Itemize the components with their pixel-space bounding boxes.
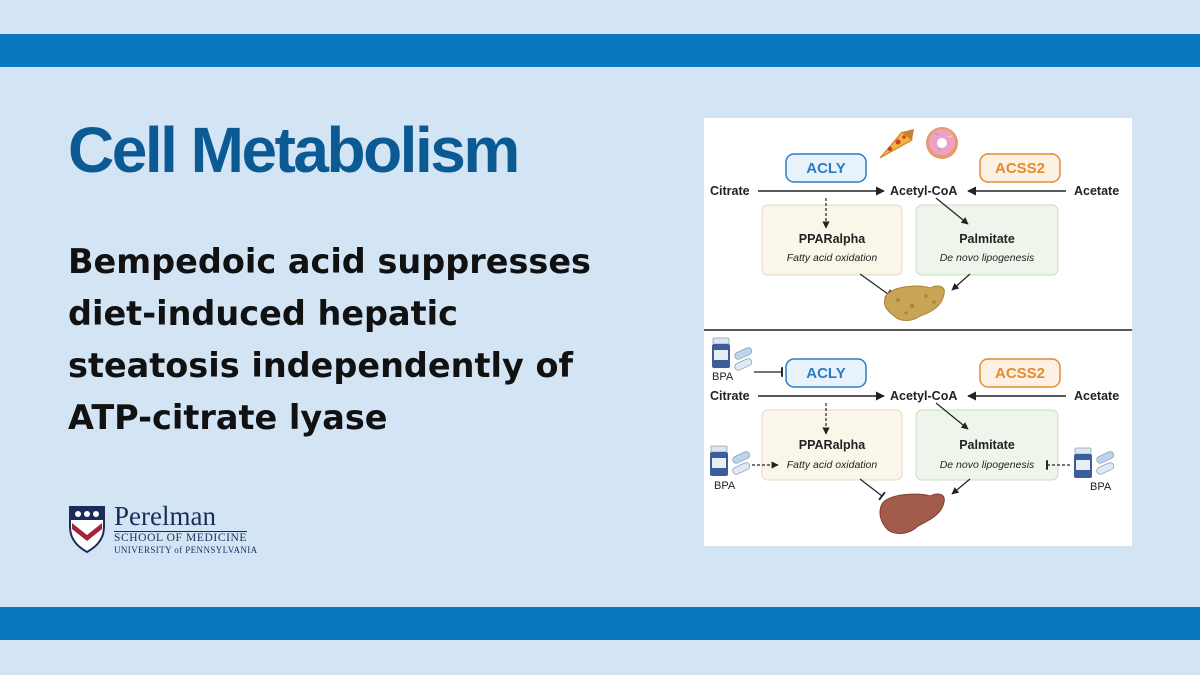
- headline-line: diet-induced hepatic: [68, 294, 458, 333]
- palmitate-box: [915, 409, 1059, 481]
- article-headline: Bempedoic acid suppresses diet-induced h…: [68, 236, 668, 444]
- acly-box: [785, 358, 867, 388]
- bpa-left-label: BPA: [714, 480, 736, 492]
- palmitate-arrow: [935, 402, 969, 430]
- acly-label: ACLY: [806, 365, 845, 382]
- perelman-logo: Perelman SCHOOL OF MEDICINE UNIVERSITY o…: [68, 501, 288, 555]
- headline-line: steatosis independently of: [68, 346, 574, 385]
- journal-title: Cell Metabolism: [68, 114, 520, 186]
- acetate-label: Acetate: [1074, 389, 1119, 403]
- healthy-liver-icon: [879, 493, 945, 534]
- acetyl-coa-label: Acetyl-CoA: [890, 184, 957, 198]
- ppar-subtitle: Fatty acid oxidation: [787, 252, 878, 264]
- pill-bottle-icon: [710, 445, 728, 476]
- ppar-title: PPARalpha: [799, 438, 866, 452]
- acly-box: [785, 153, 867, 183]
- pizza-icon: [879, 129, 914, 159]
- donut-icon: [926, 127, 958, 159]
- pill-bottle-icon: [712, 337, 730, 368]
- logo-school: SCHOOL OF MEDICINE: [114, 531, 248, 544]
- acss2-label: ACSS2: [995, 160, 1045, 177]
- pathway-figure: ACLY ACSS2 Citrate Acetyl-CoA Acetate PP…: [704, 118, 1132, 546]
- pill-bottle-icon: [1074, 447, 1092, 478]
- acss2-box: [979, 358, 1061, 388]
- ppar-box: [761, 409, 903, 481]
- palmitate-box: [915, 204, 1059, 276]
- logo-name: Perelman: [114, 501, 216, 531]
- acetate-label: Acetate: [1074, 184, 1119, 198]
- lipogenesis-arrow: [951, 478, 971, 495]
- bottom-panel: BPA ACLY ACSS2 Citrate Acetyl-CoA Acetat…: [710, 337, 1119, 534]
- capsule-icon: [734, 347, 753, 371]
- bpa-top-label: BPA: [712, 371, 734, 383]
- acss2-box: [979, 153, 1061, 183]
- headline-line: Bempedoic acid suppresses: [68, 242, 591, 281]
- capsule-icon: [1096, 451, 1115, 475]
- pathway-diagram: ACLY ACSS2 Citrate Acetyl-CoA Acetate PP…: [704, 127, 1132, 534]
- inhibit-line: [859, 478, 886, 501]
- ppar-subtitle: Fatty acid oxidation: [787, 459, 878, 471]
- penn-shield-icon: [69, 506, 105, 553]
- inhibit-line: [859, 273, 892, 299]
- fatty-liver-icon: [883, 285, 945, 321]
- palmitate-title: Palmitate: [959, 438, 1015, 452]
- ppar-title: PPARalpha: [799, 232, 866, 246]
- acetyl-coa-label: Acetyl-CoA: [890, 389, 957, 403]
- logo-university: UNIVERSITY of PENNSYLVANIA: [114, 545, 258, 555]
- top-panel: ACLY ACSS2 Citrate Acetyl-CoA Acetate PP…: [710, 127, 1119, 321]
- acly-label: ACLY: [806, 160, 845, 177]
- palmitate-arrow: [935, 197, 969, 225]
- bottom-band: [0, 607, 1200, 640]
- capsule-icon: [732, 451, 751, 475]
- headline-line: ATP-citrate lyase: [68, 398, 388, 437]
- citrate-label: Citrate: [710, 184, 750, 198]
- top-band: [0, 34, 1200, 67]
- palmitate-title: Palmitate: [959, 232, 1015, 246]
- bpa-right-label: BPA: [1090, 481, 1112, 493]
- palmitate-subtitle: De novo lipogenesis: [940, 252, 1035, 264]
- palmitate-subtitle: De novo lipogenesis: [940, 459, 1035, 471]
- lipogenesis-arrow: [951, 273, 971, 291]
- acss2-label: ACSS2: [995, 365, 1045, 382]
- citrate-label: Citrate: [710, 389, 750, 403]
- ppar-box: [761, 204, 903, 276]
